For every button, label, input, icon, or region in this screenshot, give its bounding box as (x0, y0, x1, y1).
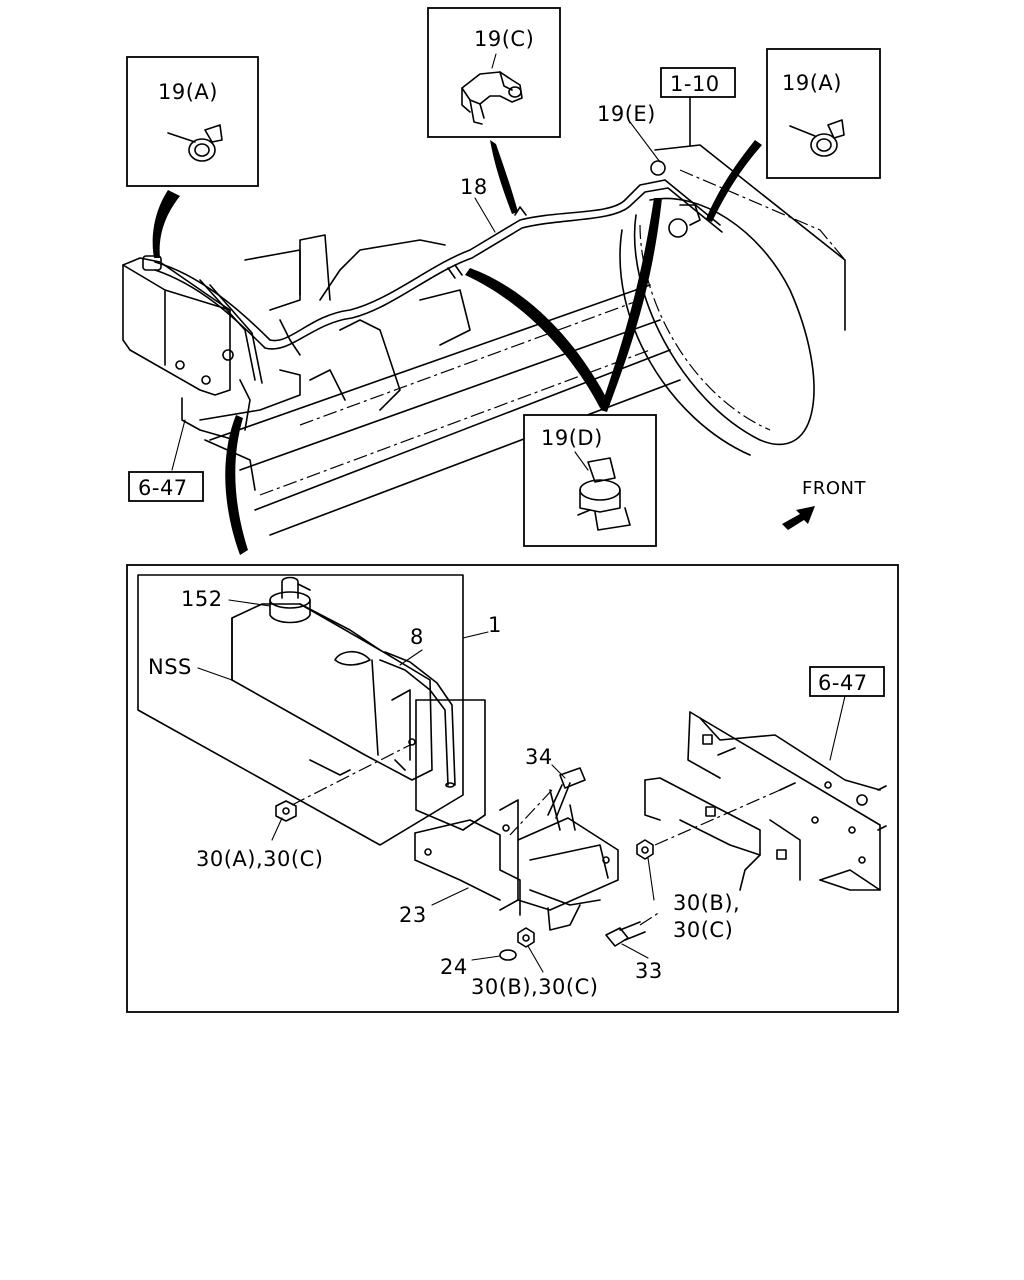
reservoir-tank-overview (122, 255, 234, 396)
callout-19c: 19(C) (427, 7, 561, 138)
nut-30b-bottom-icon (517, 927, 535, 948)
cap-152 (269, 576, 311, 624)
front-indicator: FRONT (782, 478, 866, 530)
hose-8 (379, 651, 456, 788)
front-arrow-icon (782, 506, 815, 530)
part-30b-bottom-label: 30(B),30(C) (471, 975, 598, 999)
part-19e-label: 19(E) (597, 102, 656, 126)
front-label: FRONT (802, 478, 866, 499)
hose-18 (154, 179, 723, 384)
ref-6-47-detail-label: 6-47 (818, 671, 868, 695)
hose-clamp-19a-icon (167, 124, 223, 162)
part-30a-30c-label: 30(A),30(C) (196, 847, 323, 871)
detail-frame (126, 564, 899, 1013)
callout-19d: 19(D) (523, 414, 657, 547)
chassis-frame (209, 234, 681, 536)
detail-assembly: 6-47 152 8 1 NSS 34 30(A),30(C) 30(B), 3… (137, 574, 887, 999)
part-23-label: 23 (399, 903, 427, 927)
ref-box-6-47-detail: 6-47 (809, 666, 885, 697)
callout-pointers (152, 140, 762, 555)
hose-clip-19c-icon (461, 71, 523, 125)
hose-clamp-19a-right-icon (789, 119, 845, 157)
part-nss-label: NSS (148, 655, 192, 679)
bracket-overview (181, 319, 301, 491)
bracket-23 (414, 789, 619, 931)
part-24-label: 24 (440, 955, 468, 979)
callout-19d-label: 19(D) (541, 426, 603, 450)
tank-outline (137, 574, 464, 846)
callout-19a-left-label: 19(A) (158, 80, 218, 104)
bolt-33 (605, 911, 661, 947)
detail-leaders (197, 599, 846, 973)
part-33-label: 33 (635, 959, 663, 983)
ref-6-47-top-label: 6-47 (138, 476, 188, 500)
mounting-panel (415, 699, 486, 831)
part-1-label: 1 (488, 613, 502, 637)
nut-30a-icon (275, 800, 297, 822)
leader-19e (629, 121, 661, 163)
part-8-label: 8 (410, 625, 424, 649)
callout-19c-label: 19(C) (474, 27, 534, 51)
washer-24-icon (499, 949, 517, 961)
ref-box-6-47-top: 6-47 (128, 471, 204, 502)
leader-6-47-top (171, 419, 186, 471)
leader-18 (474, 197, 496, 233)
part-152-label: 152 (181, 587, 223, 611)
callout-19a-left: 19(A) (126, 56, 259, 187)
ref-box-1-10: 1-10 (660, 67, 736, 98)
callout-19a-right-label: 19(A) (782, 71, 842, 95)
part-34-label: 34 (525, 745, 553, 769)
reservoir-tank (231, 603, 433, 781)
part-30b-right-label-line1: 30(B), (673, 891, 740, 915)
callout-19a-right: 19(A) (766, 48, 881, 179)
part-30b-right-label-line2: 30(C) (673, 918, 733, 942)
nut-30b-right-icon (636, 839, 654, 860)
part-18-label: 18 (460, 175, 488, 199)
ref-1-10-label: 1-10 (670, 72, 720, 96)
bolt-34 (509, 767, 586, 836)
nuts (275, 744, 781, 961)
hose-clip-19d-icon (577, 457, 631, 531)
frame-bracket-6-47 (644, 711, 887, 891)
overview-assembly (122, 74, 846, 536)
